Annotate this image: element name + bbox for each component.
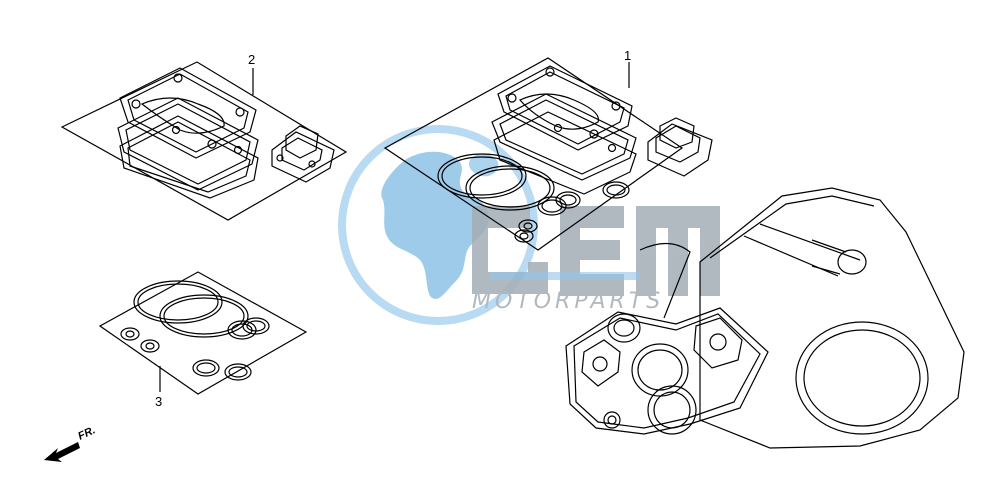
callout-3: 3	[155, 394, 162, 409]
front-direction-label: FR.	[76, 424, 97, 442]
watermark-subtitle: MOTORPARTS	[472, 289, 664, 314]
gasket-kit-3	[98, 271, 308, 395]
engine-assembly	[565, 187, 965, 449]
kit-2-bag	[60, 61, 348, 221]
watermark: MOTORPARTS	[338, 125, 720, 325]
kit-3-bag	[98, 271, 308, 395]
kit-1-bag	[383, 57, 684, 251]
front-direction-arrow-icon: FR.	[44, 424, 97, 462]
gasket-kit-2	[60, 61, 348, 221]
globe-ring-icon	[338, 125, 538, 325]
callout-1: 1	[624, 48, 631, 63]
callout-2: 2	[248, 52, 255, 67]
gasket-kit-1	[383, 57, 713, 251]
watermark-logo	[472, 206, 720, 296]
globe-continents-icon	[381, 151, 489, 300]
